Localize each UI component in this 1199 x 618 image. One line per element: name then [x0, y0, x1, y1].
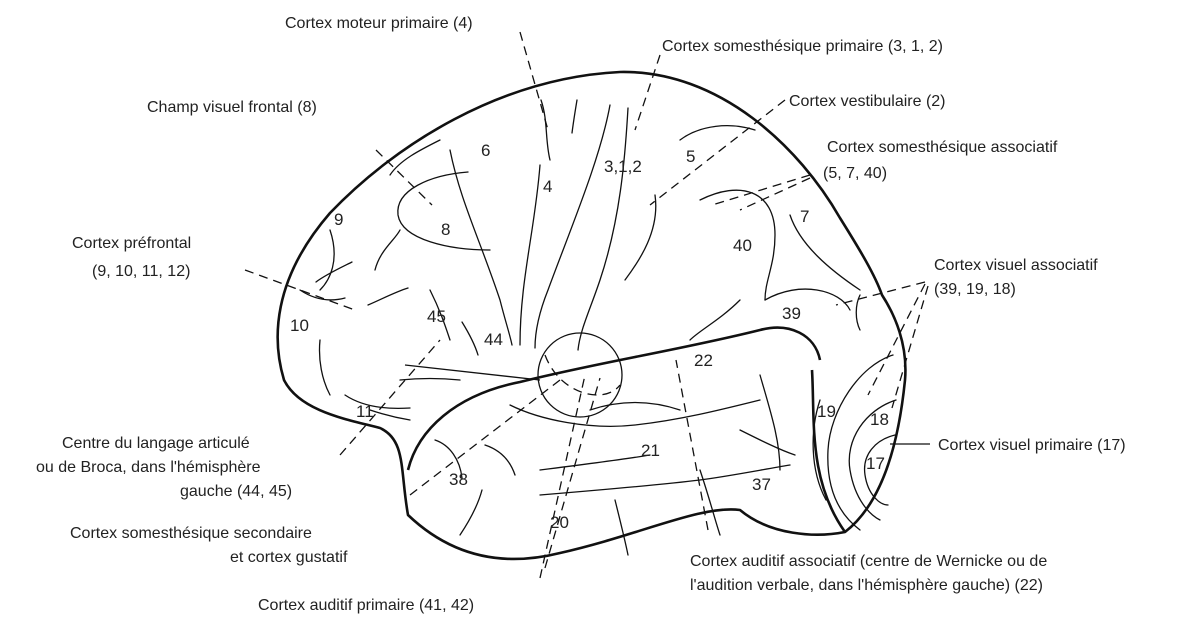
sulcus-line — [510, 400, 760, 426]
sulcus-line — [535, 105, 610, 348]
sulcus-line — [765, 289, 850, 310]
sulcus-line — [370, 410, 410, 420]
area-37: 37 — [752, 475, 771, 494]
brain-outline — [278, 72, 906, 559]
area-21: 21 — [641, 441, 660, 460]
area-8: 8 — [441, 220, 450, 239]
insula-dashes — [545, 355, 620, 395]
label-visual-primary: Cortex visuel primaire (17) — [938, 437, 1126, 454]
sulcus-line — [375, 230, 400, 270]
area-10: 10 — [290, 316, 309, 335]
sulcus-line — [615, 500, 628, 555]
label-prefrontal-line1: Cortex préfrontal — [72, 235, 191, 252]
label-wernicke-line1: Cortex auditif associatif (centre de Wer… — [690, 553, 1047, 570]
label-prefrontal-line2: (9, 10, 11, 12) — [92, 263, 190, 280]
sulcus-line — [368, 288, 408, 305]
area-38: 38 — [449, 470, 468, 489]
label-wernicke-line2: l'audition verbale, dans l'hémisphère ga… — [690, 577, 1043, 594]
sulcus-line — [320, 230, 334, 290]
label-visual-assoc-line2: (39, 19, 18) — [934, 281, 1016, 298]
label-somato-assoc-line2: (5, 7, 40) — [823, 165, 887, 182]
label-visual-assoc-line1: Cortex visuel associatif — [934, 257, 1098, 274]
leader-broca — [340, 340, 440, 455]
sulcus-line — [856, 295, 860, 330]
area-6: 6 — [481, 141, 490, 160]
area-17: 17 — [866, 454, 885, 473]
sulcus-line — [690, 300, 740, 340]
area-39: 39 — [782, 304, 801, 323]
label-broca-line3: gauche (44, 45) — [180, 483, 292, 500]
area-7: 7 — [800, 207, 809, 226]
label-somato2-line1: Cortex somesthésique secondaire — [70, 525, 312, 542]
area-9: 9 — [334, 210, 343, 229]
sulcus-line — [760, 375, 780, 470]
sulcus-line — [316, 262, 352, 282]
sulcus-line — [462, 322, 478, 355]
sulcus-line — [790, 215, 860, 290]
area-11: 11 — [356, 402, 374, 421]
sulcus-line — [485, 445, 515, 475]
area-40: 40 — [733, 236, 752, 255]
leader-visual-assoc-2 — [868, 284, 925, 395]
leader-somato1 — [635, 55, 660, 130]
label-somato-assoc-line1: Cortex somesthésique associatif — [827, 139, 1058, 156]
label-frontal-eye-field: Champ visuel frontal (8) — [147, 99, 317, 116]
sulcus-line — [625, 195, 656, 280]
leader-visual-assoc-1 — [836, 282, 925, 305]
area-22: 22 — [694, 351, 713, 370]
label-somato2-line2: et cortex gustatif — [230, 549, 348, 566]
leader-broca-2 — [405, 365, 540, 380]
sulcus-line — [345, 395, 410, 408]
area-3-1-2: 3,1,2 — [604, 157, 642, 176]
sulcus-line — [319, 340, 330, 395]
sulcus-line — [740, 430, 795, 455]
sulcus-line — [590, 403, 680, 411]
sulcus-line — [520, 165, 540, 345]
leader-wernicke — [676, 360, 708, 530]
area-4: 4 — [543, 177, 552, 196]
sulcus-line — [460, 490, 482, 535]
label-auditory-primary: Cortex auditif primaire (41, 42) — [258, 597, 474, 614]
label-broca-line1: Centre du langage articulé — [62, 435, 250, 452]
area-18: 18 — [870, 410, 889, 429]
area-5: 5 — [686, 147, 695, 166]
sulcus-line — [578, 108, 628, 350]
label-somatosensory-primary: Cortex somesthésique primaire (3, 1, 2) — [662, 38, 943, 55]
label-motor-cortex: Cortex moteur primaire (4) — [285, 15, 473, 32]
area-20: 20 — [550, 513, 569, 532]
leader-auditory1-b — [545, 378, 600, 568]
area-44: 44 — [484, 330, 503, 349]
leader-somato-assoc-2 — [740, 178, 810, 210]
sulcus-line — [540, 455, 650, 470]
label-vestibular-cortex: Cortex vestibulaire (2) — [789, 93, 946, 110]
leader-motor — [520, 32, 548, 130]
sulcus-line — [400, 379, 460, 381]
label-broca-line2: ou de Broca, dans l'hémisphère — [36, 459, 261, 476]
sulcus-line — [390, 140, 440, 175]
leader-visual-assoc-3 — [892, 286, 928, 408]
sulcus-line — [700, 470, 720, 535]
sulcus-line — [572, 100, 577, 133]
area-19: 19 — [817, 402, 836, 421]
area-45: 45 — [427, 307, 446, 326]
leader-somato2 — [410, 380, 560, 495]
